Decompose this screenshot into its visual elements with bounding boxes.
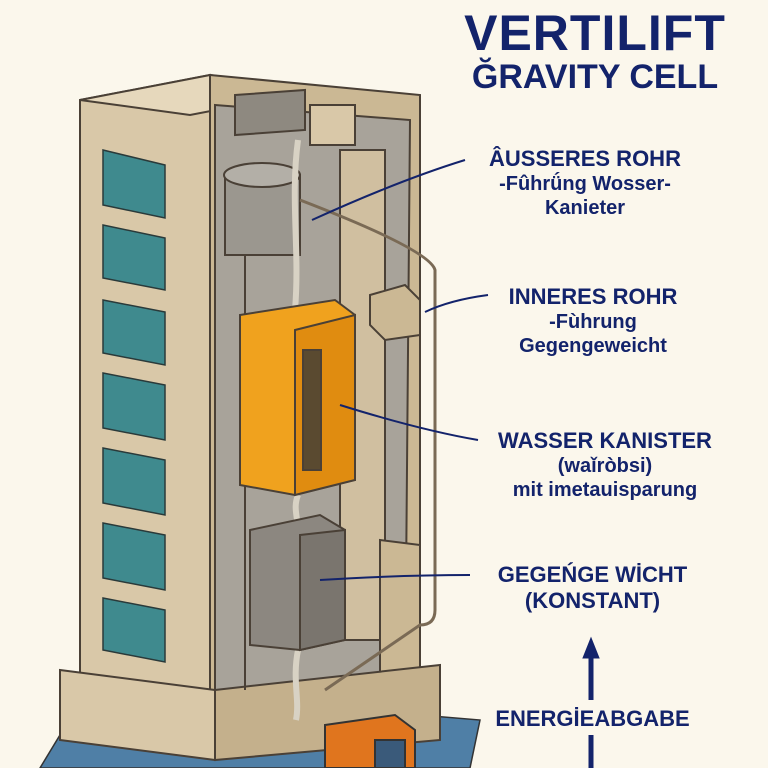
label-energy-output: ENERGİEABGABE [495,706,690,731]
generator [324,713,416,768]
label-line: (KONSTANT) [524,588,661,614]
label-heading: GEGEŃGE WİCHT [497,562,688,587]
title-line2: ĞRAVITY CELL [471,58,719,96]
title: VERTILIFT ĞRAVITY CELL [430,8,760,94]
counterweight [249,513,346,652]
leader-lines [311,159,489,581]
label-line: mit imetauisparung [512,479,698,502]
label-counterweight: GEGEŃGE WİCHT (KONSTANT) [470,562,715,615]
label-line: -Fùhrung [549,311,637,334]
control-box [369,283,421,342]
windows [102,149,166,663]
label-line: -Fûhrǘng Wosser- [499,173,671,196]
label-heading: ÂUSSERES ROHR [489,146,681,171]
water-canister [239,298,356,497]
label-line: (waǐròbsi) [557,455,653,478]
label-heading: INNERES ROHR [508,284,678,309]
label-heading: WASSER KANISTER [498,428,712,453]
pipe [299,198,437,692]
label-outer-tube: ÂUSSERES ROHR -Fûhrǘng Wosser- Kanieter [455,146,715,220]
energy-arrow [582,636,600,768]
title-line1: VERTILIFT [464,5,726,61]
label-inner-tube: INNERES ROHR -Fùhrung Gegengeweicht [478,284,708,358]
label-line: Gegengeweicht [519,335,667,358]
label-line: Kanieter [544,197,626,220]
label-water-canister: WASSER KANISTER (waǐròbsi) mit imetauisp… [470,428,740,502]
